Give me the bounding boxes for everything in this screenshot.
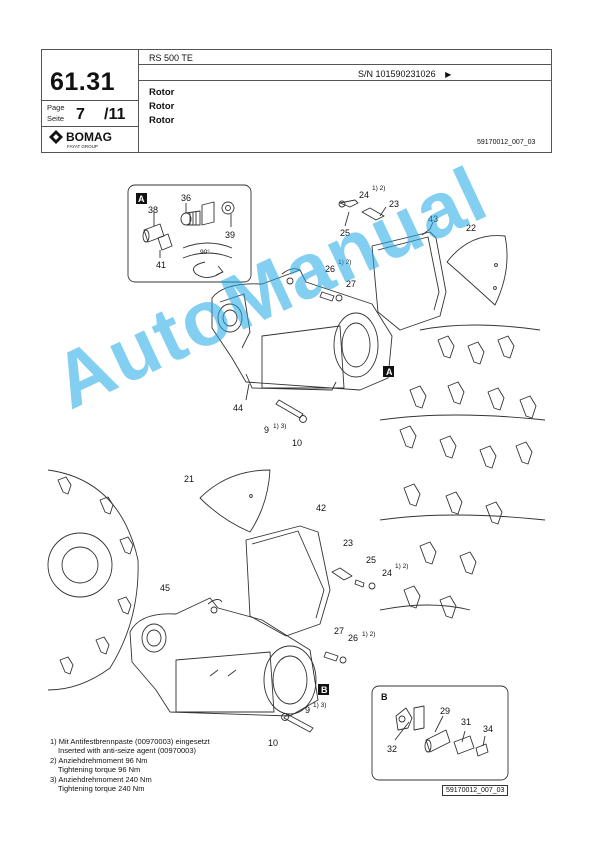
detail-a-label: A: [138, 194, 145, 204]
callout-27-lower: 27: [334, 626, 344, 636]
serial-text: S/N 101590231026: [358, 69, 436, 79]
callout-44: 44: [233, 403, 243, 413]
callout-31: 31: [461, 717, 471, 727]
figure-reference-badge: 59170012_007_03: [442, 785, 509, 796]
bolt-26-upper: [319, 291, 335, 302]
header-rule: [139, 80, 551, 81]
callout-24: 24: [359, 190, 369, 200]
callout-32: 32: [387, 744, 397, 754]
callout-9-lower-note: 1) 3): [313, 702, 326, 709]
callout-25-lower: 25: [366, 555, 376, 565]
exploded-parts-drawing: A A B B 90° 36 38 39 41 24 1) 2) 23 25 4…: [47, 184, 546, 781]
rotor-drum-right: [379, 324, 546, 619]
callout-21: 21: [184, 474, 194, 484]
callout-43: 43: [428, 214, 438, 224]
brand-name: BOMAG: [66, 130, 112, 144]
callout-10: 10: [292, 438, 302, 448]
callout-26-lower-note: 1) 2): [362, 631, 375, 638]
callout-45: 45: [160, 583, 170, 593]
footnote-line: 3) Anziehdrehmoment 240 Nm: [50, 775, 152, 784]
callout-23: 23: [389, 199, 399, 209]
section-number: 61.31: [50, 68, 116, 96]
model-name: RS 500 TE: [149, 53, 193, 63]
callout-9: 9: [264, 425, 269, 435]
callout-39: 39: [225, 230, 235, 240]
page-label-de: Seite: [47, 114, 65, 123]
detail-b-label: B: [381, 692, 388, 702]
side-plate-42: [245, 525, 331, 637]
callout-41: 41: [156, 260, 166, 270]
cover-plate-22: [446, 235, 508, 306]
callout-25: 25: [340, 228, 350, 238]
callout-24-lower: 24: [382, 568, 392, 578]
detail-a-inset: [127, 184, 252, 283]
footnote-line: Tightening torque 96 Nm: [58, 765, 141, 774]
header-rule: [139, 64, 551, 65]
rotor-drum-left: [47, 469, 139, 691]
footnote-line: 2) Anziehdrehmoment 96 Nm: [50, 756, 148, 765]
detail-a-marker: [383, 366, 394, 377]
header-rule: [42, 100, 138, 101]
upper-fasteners: [338, 199, 387, 227]
callout-24-lower-note: 1) 2): [395, 563, 408, 570]
callout-26: 26: [325, 264, 335, 274]
callout-29: 29: [440, 706, 450, 716]
bolt-9-upper: [275, 399, 304, 419]
housing-45: [129, 597, 319, 717]
page-label-en: Page: [47, 103, 65, 112]
header-divider: [138, 50, 139, 152]
detail-b-inset: [371, 685, 509, 781]
header-rule: [42, 126, 138, 127]
callout-26-note: 1) 2): [338, 259, 351, 266]
callout-24-note: 1) 2): [372, 185, 385, 192]
cover-plate-21: [199, 469, 271, 533]
brand-logo: BOMAG FAYAT GROUP: [49, 130, 112, 149]
detail-b-marker: [318, 684, 329, 695]
callout-36: 36: [181, 193, 191, 203]
header-block: 61.31 Page Seite 7 /11 BOMAG FAYAT GROUP…: [41, 49, 552, 153]
footnote-line: 1) Mit Antifestbrennpaste (00970003) ein…: [50, 737, 210, 746]
serial-arrow-icon: ▶: [445, 70, 452, 79]
housing-44: [211, 268, 393, 391]
detail-a-marker-label: A: [386, 367, 393, 377]
page-total: /11: [104, 106, 126, 123]
title-line: Rotor: [149, 115, 175, 126]
callout-23-lower: 23: [343, 538, 353, 548]
angle-label: 90°: [200, 248, 210, 256]
callout-9-lower: 9: [305, 705, 310, 715]
footnote-line: Inserted with anti-seize agent (00970003…: [58, 746, 197, 755]
title-line: Rotor: [149, 101, 175, 112]
brand-subtitle: FAYAT GROUP: [67, 144, 98, 149]
title-line: Rotor: [149, 87, 175, 98]
callout-9-note: 1) 3): [273, 423, 286, 430]
callout-38: 38: [148, 205, 158, 215]
callout-42: 42: [316, 503, 326, 513]
callout-10-lower: 10: [268, 738, 278, 748]
page-number: 7: [76, 106, 85, 123]
callout-27: 27: [346, 279, 356, 289]
callout-34: 34: [483, 724, 493, 734]
footnote-line: Tightening torque 240 Nm: [58, 784, 145, 793]
side-plate-43: [371, 231, 447, 331]
brand-mark-icon: [49, 130, 63, 144]
callout-22: 22: [466, 223, 476, 233]
document-reference: 59170012_007_03: [477, 139, 536, 146]
callout-26-lower: 26: [348, 633, 358, 643]
detail-b-marker-label: B: [321, 685, 328, 695]
serial-number: S/N 101590231026 ▶: [358, 69, 451, 79]
